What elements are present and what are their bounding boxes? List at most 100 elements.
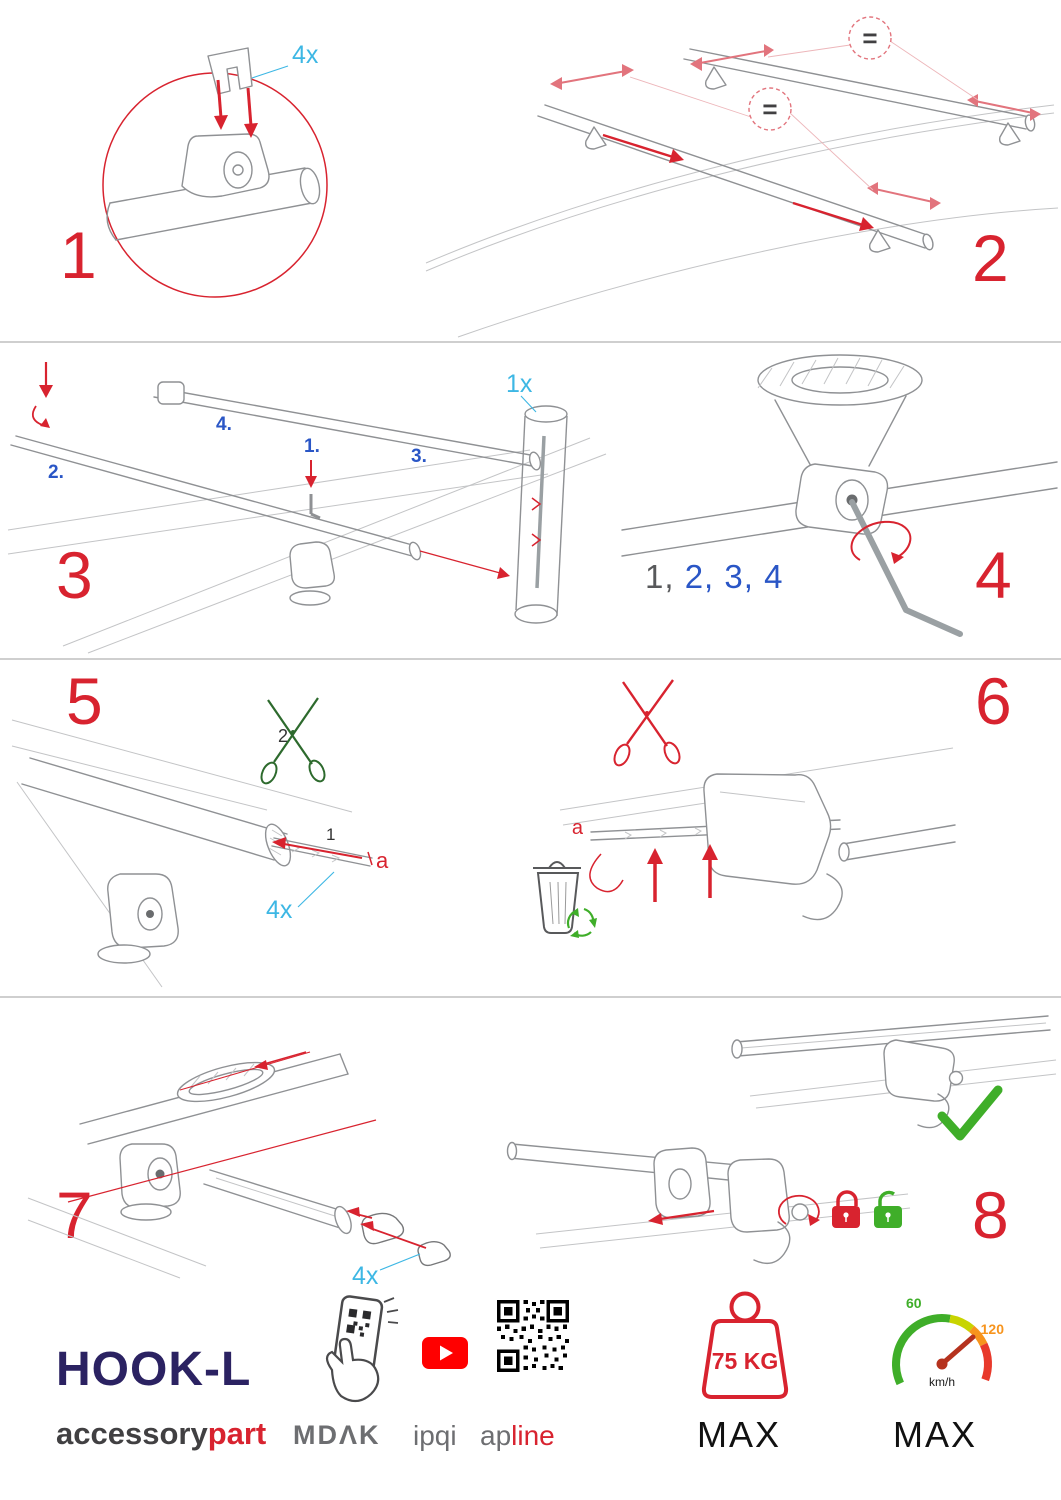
step-3-number: 3	[56, 538, 93, 612]
slide-arrows	[602, 133, 874, 231]
flip-arrow	[31, 362, 53, 428]
max-load-label: MAX	[697, 1414, 782, 1455]
tool-funnel	[514, 405, 568, 624]
lock-closed-icon	[832, 1190, 860, 1228]
crossbar-top	[153, 381, 542, 471]
brand-name-red: part	[207, 1416, 267, 1451]
row-separator	[0, 658, 1061, 660]
logo-ipqi: ipqi	[413, 1420, 457, 1451]
rubber-strip	[271, 837, 373, 867]
rail-funnel-top	[757, 354, 923, 469]
row-separator	[0, 341, 1061, 343]
order-label-4: 4.	[216, 414, 232, 435]
logo-apline-red: line	[511, 1420, 555, 1451]
spacing-arrows	[550, 44, 1041, 210]
equal-connectors	[629, 40, 979, 191]
crossbar-bottom	[10, 435, 422, 606]
hex-key-drop-arrow	[305, 460, 321, 520]
funnel-pointer	[419, 550, 510, 579]
needle	[939, 1334, 976, 1367]
phone-qr-icon	[325, 1295, 399, 1403]
logo-mdak: MDΛK	[293, 1420, 381, 1450]
speed-unit-label: km/h	[929, 1375, 955, 1389]
dimension-label: a	[572, 817, 584, 839]
equal-sign: =	[762, 94, 777, 124]
step-5-illustration: 2 1 a 4x	[11, 697, 389, 988]
measure-arrow	[272, 837, 363, 859]
roof-rails	[7, 437, 607, 654]
lock-assembly	[506, 1141, 911, 1265]
cut-scrap	[589, 853, 624, 893]
bracket-part	[207, 47, 253, 95]
mounted-assembly	[731, 1015, 1057, 1129]
crossbar-end	[203, 1169, 352, 1235]
speedometer-icon: 60 120 km/h	[892, 1295, 1005, 1389]
rotate-arrow	[850, 520, 912, 564]
step-8-number: 8	[972, 1178, 1009, 1252]
step-4-illustration	[621, 354, 1058, 637]
step-7-qty-label: 4x	[352, 1262, 379, 1290]
dimension-label: a	[376, 848, 389, 873]
step-6-number: 6	[975, 664, 1012, 738]
step-2-illustration: = =	[425, 16, 1059, 338]
step-3-illustration: 2. 4. 1. 3. 1x	[7, 362, 607, 654]
step-1-illustration: 4x	[102, 41, 328, 298]
logo-apline-gray: ap	[480, 1420, 512, 1451]
product-name: HOOK-L	[56, 1343, 252, 1396]
press-arrows	[647, 844, 718, 902]
sequence-first: 1,	[645, 558, 675, 595]
scissors-icon	[260, 697, 326, 785]
order-label-2: 2.	[48, 462, 64, 483]
speed-max-label: MAX	[893, 1414, 978, 1455]
insert-arrows	[214, 79, 258, 138]
slide-arrow	[648, 1209, 715, 1225]
qty-pointer-line	[520, 395, 537, 413]
speed-max-value-label: 120	[981, 1321, 1005, 1337]
crossbar-top	[79, 1051, 349, 1145]
check-icon	[937, 1085, 1003, 1141]
qty-pointer-line	[251, 65, 289, 79]
key-rotate	[777, 1194, 820, 1226]
step-1-qty-label: 4x	[292, 41, 319, 69]
crossbar-front	[683, 48, 1036, 146]
hook-foot	[703, 773, 843, 921]
lock-open-icon	[874, 1190, 902, 1228]
weight-icon: 75 KG	[701, 1291, 789, 1399]
order-label-1: 1.	[304, 436, 320, 457]
qty-pointer-line	[379, 1253, 421, 1271]
qr-finder	[546, 1300, 569, 1323]
clamp-body	[97, 873, 179, 964]
order-label-3: 3.	[411, 446, 427, 467]
step-3-qty-label: 1x	[506, 370, 533, 398]
row-separator	[0, 996, 1061, 998]
end-caps	[346, 1207, 451, 1267]
tighten-sequence: 1, 2, 3, 4	[645, 558, 783, 596]
qr-finder	[497, 1349, 520, 1372]
qty-pointer-line	[297, 871, 335, 908]
hand-shape	[325, 1337, 380, 1403]
crossbar	[838, 824, 956, 862]
brand-name-gray: accessory	[56, 1416, 208, 1451]
clamp-body	[795, 463, 889, 535]
clamp-body	[119, 1143, 181, 1221]
step-4-number: 4	[975, 538, 1012, 612]
step-1-number: 1	[60, 218, 97, 292]
insert-step-label: 1	[326, 825, 335, 844]
hex-key	[849, 499, 963, 637]
equal-badge: =	[848, 16, 892, 60]
step-5-qty-label: 4x	[266, 896, 293, 924]
clamp-body	[181, 133, 270, 198]
speed-min-label: 60	[906, 1295, 922, 1311]
qr-finder	[497, 1300, 520, 1323]
roof-context-lines	[11, 719, 353, 988]
crossbar	[21, 757, 292, 867]
equal-badge: =	[748, 87, 792, 131]
step-6-illustration: a	[533, 679, 956, 938]
scissors-icon	[613, 679, 681, 767]
youtube-play-icon	[422, 1337, 468, 1369]
step-2-number: 2	[972, 221, 1009, 295]
max-load-value: 75 KG	[712, 1348, 778, 1374]
brand-name: accessorypart	[56, 1416, 266, 1452]
trash-recycle-icon	[533, 861, 597, 938]
